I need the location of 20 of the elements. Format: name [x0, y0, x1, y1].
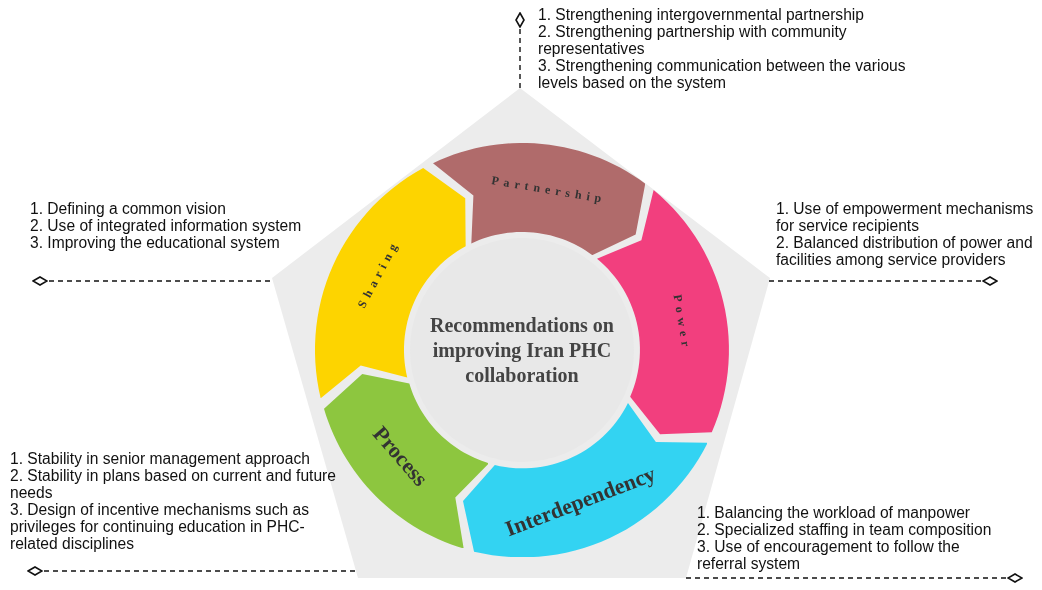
recommendation-text: 1. Stability in senior management approach — [10, 450, 311, 467]
recommendation-text: 2. Stability in plans based on current and future needs — [10, 467, 337, 501]
recommendation-text: 2. Specialized staffing in team composition — [697, 521, 993, 538]
leader-line — [27, 566, 357, 576]
recommendation-text: 3. Improving the educational system — [30, 234, 281, 251]
recommendation-text: 3. Design of incentive mechanisms such as privileges for continuing education in PHC-related disciplines — [10, 501, 311, 552]
center-title: Recommendations on improving Iran PHC collaboration — [429, 312, 615, 388]
leader-line — [515, 12, 525, 89]
recommendation-text: 1. Balancing the workload of manpower — [697, 504, 972, 521]
recommendation-text: 1. Defining a common vision — [30, 200, 227, 217]
leader-line — [768, 276, 998, 286]
recommendation-text: 1. Use of empowerment mechanisms for service recipients — [776, 200, 1035, 234]
recommendation-text: 2. Strengthening partnership with community representatives — [538, 23, 848, 57]
segment-label: Power — [669, 293, 694, 353]
recommendation-text: 2. Balanced distribution of power and facilities among service providers — [776, 234, 1034, 268]
recommendation-text: 2. Use of integrated information system — [30, 217, 302, 234]
recommendation-text: 3. Strengthening communication between the various levels based on the system — [538, 57, 907, 91]
leader-line — [683, 573, 1023, 583]
recommendation-text: 1. Strengthening intergovernmental partnership — [538, 6, 865, 23]
recommendation-text: 3. Use of encouragement to follow the referral system — [697, 538, 961, 572]
